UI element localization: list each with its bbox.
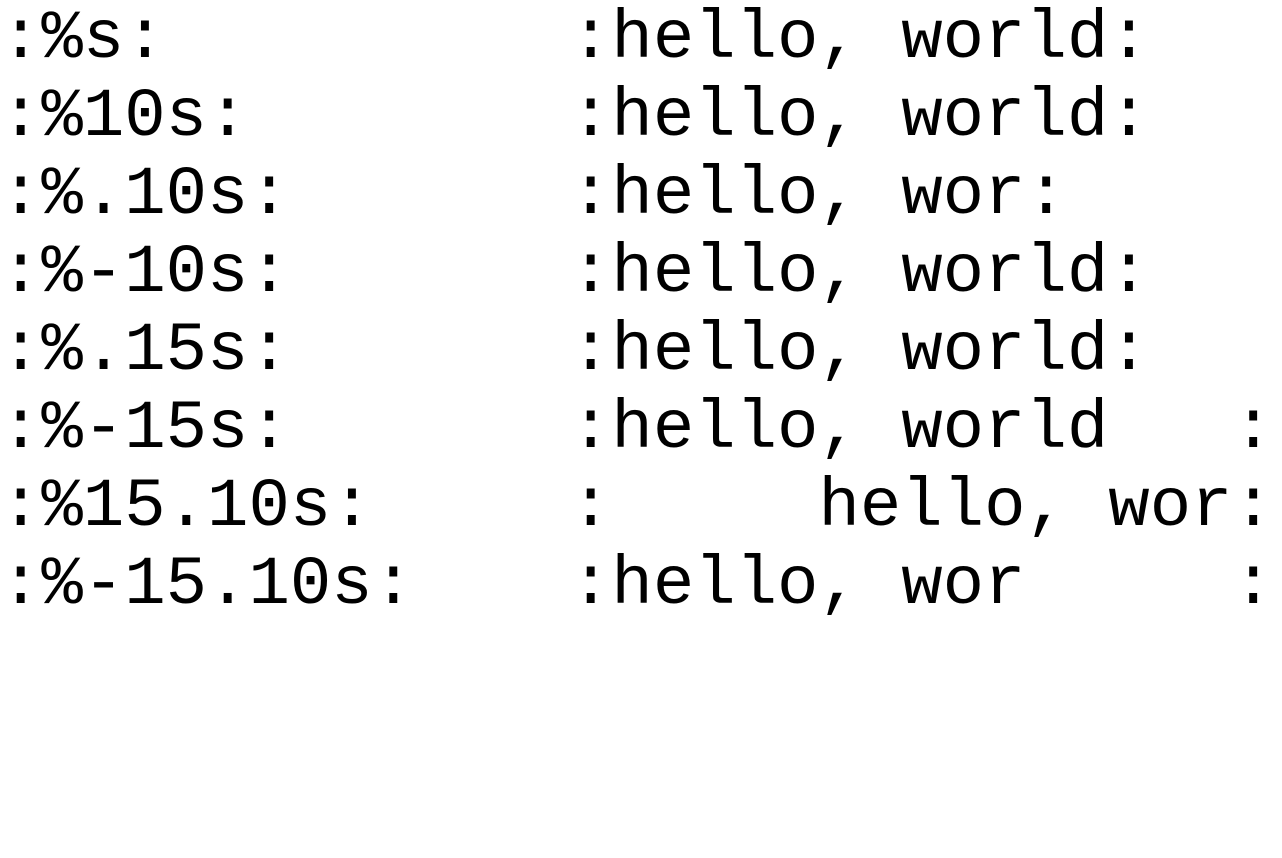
- table-row: :%s: :hello, world:: [0, 0, 1150, 78]
- format-output: :hello, world :: [570, 390, 1274, 468]
- table-row: :%.10s: :hello, wor:: [0, 156, 1067, 234]
- format-spec: :%-10s:: [0, 234, 290, 312]
- format-spec: :%s:: [0, 0, 166, 78]
- format-spec: :%10s:: [0, 78, 249, 156]
- format-output: :hello, wor:: [570, 156, 1067, 234]
- format-output: :hello, world:: [570, 78, 1150, 156]
- table-row: :%-15.10s: :hello, wor :: [0, 546, 1274, 624]
- format-output: :hello, world:: [570, 0, 1150, 78]
- format-output: :hello, world:: [570, 234, 1150, 312]
- table-row: :%10s: :hello, world:: [0, 78, 1150, 156]
- table-row: :%-15s: :hello, world :: [0, 390, 1274, 468]
- printf-format-table: :%s: :hello, world: :%10s: :hello, world…: [0, 0, 1274, 624]
- format-output: :hello, wor :: [570, 546, 1274, 624]
- format-output: : hello, wor:: [570, 468, 1274, 546]
- format-spec: :%.15s:: [0, 312, 290, 390]
- table-row: :%.15s: :hello, world:: [0, 312, 1150, 390]
- format-output: :hello, world:: [570, 312, 1150, 390]
- table-row: :%-10s: :hello, world:: [0, 234, 1150, 312]
- table-row: :%15.10s: : hello, wor:: [0, 468, 1274, 546]
- format-spec: :%15.10s:: [0, 468, 373, 546]
- format-spec: :%.10s:: [0, 156, 290, 234]
- format-spec: :%-15.10s:: [0, 546, 415, 624]
- format-spec: :%-15s:: [0, 390, 290, 468]
